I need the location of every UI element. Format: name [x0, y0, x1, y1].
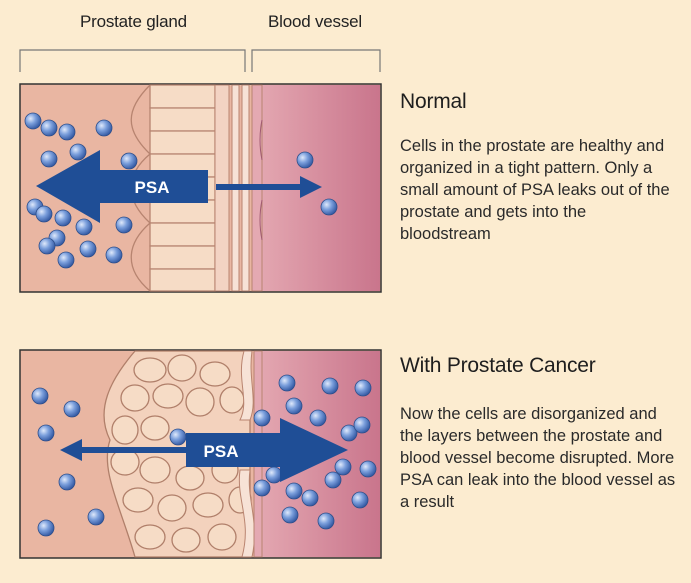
cancer-psa-arrow-right	[186, 418, 348, 482]
prostate-gland-label: Prostate gland	[80, 12, 187, 31]
cancer-psa-arrow-left	[60, 439, 186, 461]
normal-heading: Normal	[400, 90, 467, 113]
cancer-panel: PSA	[19, 349, 382, 559]
normal-description: Cells in the prostate are healthy and or…	[400, 137, 670, 243]
normal-psa-arrow-left	[36, 150, 208, 223]
vessel-bracket	[251, 49, 381, 72]
normal-psa-dots	[24, 112, 338, 269]
prostate-bracket	[19, 49, 246, 72]
cancer-description: Now the cells are disorganized and the l…	[400, 405, 676, 511]
normal-panel: PSA	[19, 83, 382, 293]
cancer-psa-dots	[31, 374, 377, 537]
normal-psa-arrow-right	[216, 176, 322, 198]
cancer-cell-cluster	[103, 350, 252, 558]
blood-vessel-label: Blood vessel	[268, 12, 362, 31]
normal-psa-label: PSA	[135, 178, 170, 197]
cancer-heading: With Prostate Cancer	[400, 354, 596, 377]
cancer-psa-label: PSA	[204, 442, 239, 461]
